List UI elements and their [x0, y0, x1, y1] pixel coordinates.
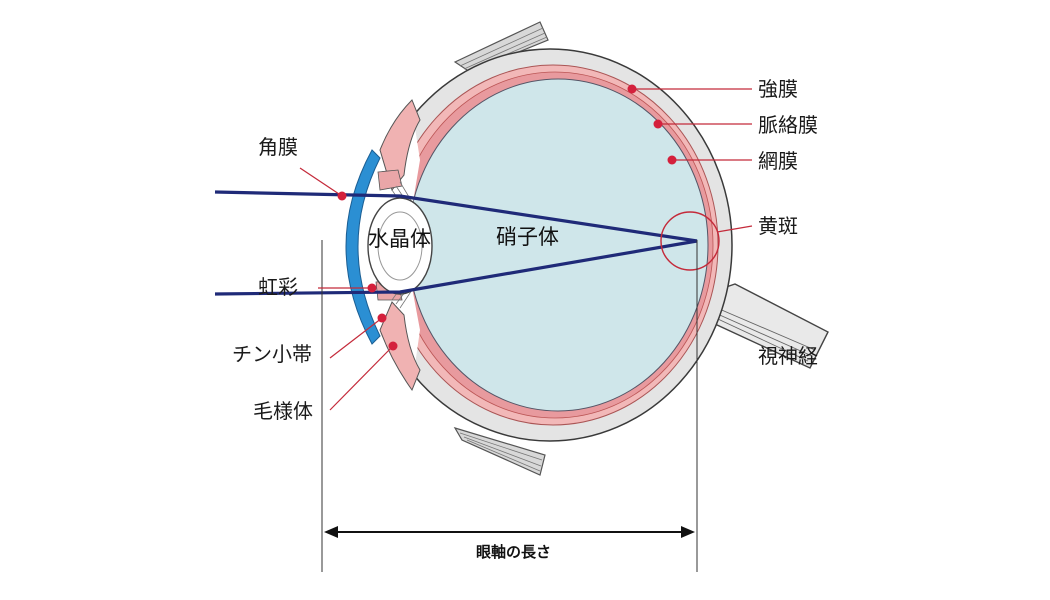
- label-macula: 黄斑: [758, 214, 798, 238]
- label-retina: 網膜: [758, 149, 798, 173]
- double-headed-arrow-icon: [324, 526, 695, 538]
- label-zonule: チン小帯: [232, 342, 312, 366]
- label-axial-length: 眼軸の長さ: [476, 543, 551, 561]
- label-vitreous: 硝子体: [496, 225, 559, 249]
- label-cornea: 角膜: [258, 135, 298, 159]
- label-ciliary-body: 毛様体: [253, 399, 313, 423]
- label-optic-nerve: 視神経: [758, 344, 818, 368]
- label-choroid: 脈絡膜: [758, 113, 818, 137]
- label-sclera: 強膜: [758, 77, 798, 101]
- label-lens: 水晶体: [368, 227, 431, 251]
- label-iris: 虹彩: [258, 275, 298, 299]
